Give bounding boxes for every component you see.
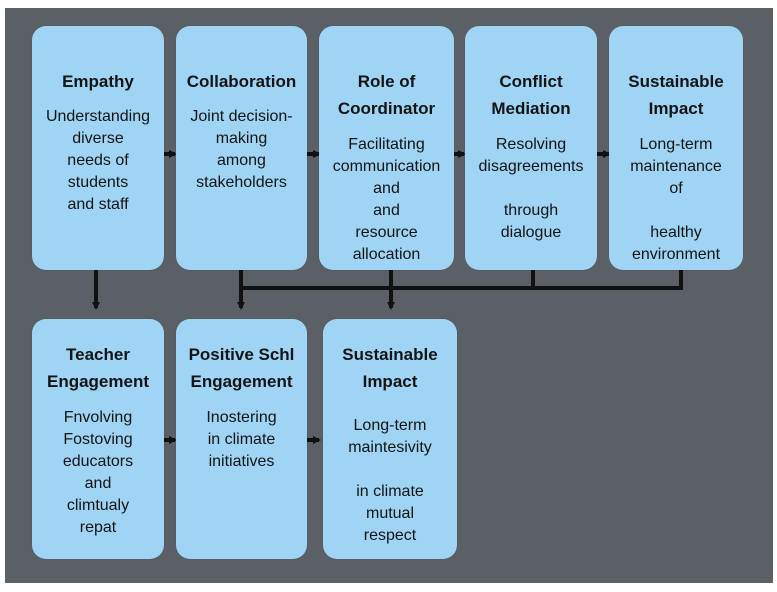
node-body: Long-term maintenance of healthy environ… [630, 136, 722, 263]
node-title: Sustainable Impact [628, 72, 724, 118]
node-body: Joint decision- making among stakeholder… [190, 108, 293, 191]
node-body: Long-term maintesivity in climate mutual… [348, 417, 432, 544]
node-sustainable-impact-bottom: Sustainable Impact Long-term maintesivit… [323, 319, 457, 559]
node-collaboration: Collaboration Joint decision- making amo… [176, 26, 307, 270]
node-title: Empathy [62, 72, 134, 91]
node-body: Understanding diverse needs of students … [45, 108, 151, 213]
node-body: Fnvolving Fostoving educators and climtu… [62, 409, 134, 536]
node-title: Collaboration [186, 72, 297, 91]
node-conflict-mediation: Conflict Mediation Resolving disagreemen… [465, 26, 597, 270]
node-empathy: Empathy Understanding diverse needs of s… [32, 26, 164, 270]
node-title: Positive Schl Engagement [188, 345, 295, 391]
node-title: Conflict Mediation [491, 72, 571, 118]
node-title: Teacher Engagement [46, 345, 150, 391]
node-title: Sustainable Impact [342, 345, 438, 391]
node-title: Role of Coordinator [337, 72, 436, 118]
node-teacher-engagement: Teacher Engagement Fnvolving Fostoving e… [32, 319, 164, 559]
node-body: Inostering in climate initiatives [206, 409, 277, 470]
node-body: Facilitating communication and and resou… [332, 136, 441, 263]
node-sustainable-impact-top: Sustainable Impact Long-term maintenance… [609, 26, 743, 270]
node-body: Resolving disagreements through dialogue [478, 136, 584, 241]
connector-lines [92, 150, 683, 444]
diagram-canvas: Empathy Understanding diverse needs of s… [5, 8, 773, 583]
node-positive-school-engagement: Positive Schl Engagement Inostering in c… [176, 319, 307, 559]
node-role-of-coordinator: Role of Coordinator Facilitating communi… [319, 26, 454, 270]
